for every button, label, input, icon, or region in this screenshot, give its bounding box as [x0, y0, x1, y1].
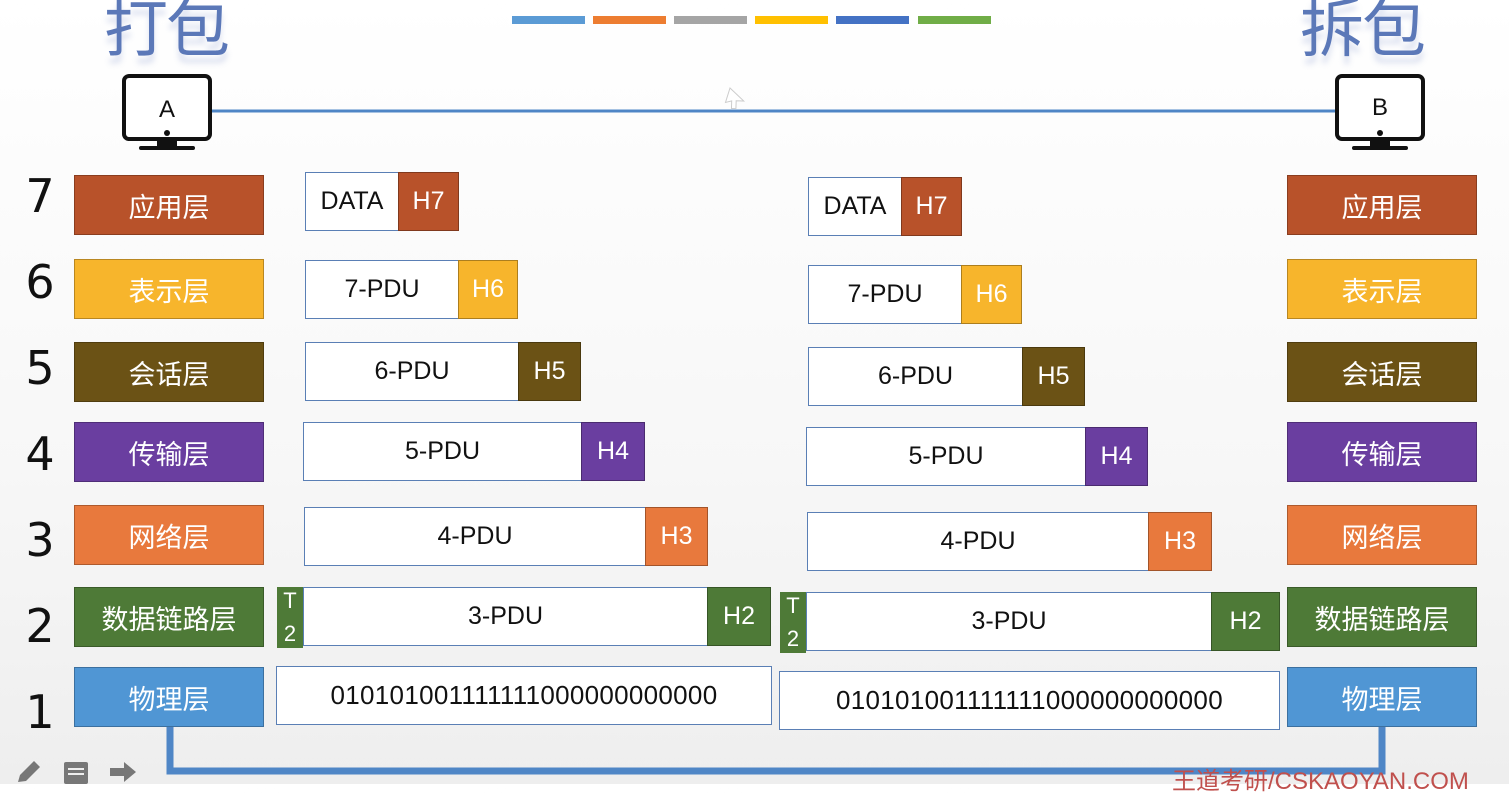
bits-left: 010101001111111000000000000 — [276, 666, 772, 725]
link-line-bottom — [166, 726, 1386, 775]
layer-left-physical: 物理层 — [74, 667, 264, 727]
computer-icon-b — [1335, 74, 1425, 150]
arrow-right-icon — [110, 762, 136, 782]
layer-number-7: 7 — [25, 169, 55, 223]
pdu-right-7-body: DATA — [808, 177, 902, 236]
layer-right-session: 会话层 — [1287, 342, 1477, 402]
pdu-right-5-header: H5 — [1022, 347, 1085, 406]
title-pack: 打包 — [104, 0, 230, 67]
layer-left-application: 应用层 — [74, 175, 264, 235]
pdu-right-2-trailer: T 2 — [780, 592, 806, 653]
deco-bar-2 — [593, 16, 666, 24]
pdu-right-7-header: H7 — [901, 177, 962, 236]
trailer-t: T — [786, 593, 800, 618]
pen-icon — [18, 761, 40, 782]
host-a-label: A — [158, 96, 175, 123]
pointer-icon — [724, 87, 746, 110]
layer-right-network: 网络层 — [1287, 505, 1477, 565]
layer-left-datalink: 数据链路层 — [74, 587, 264, 647]
pdu-right-4-header: H4 — [1085, 427, 1148, 486]
layer-number-2: 2 — [25, 599, 55, 653]
deco-bar-3 — [674, 16, 747, 24]
pdu-right-6-body: 7-PDU — [808, 265, 962, 324]
trailer-2: 2 — [283, 621, 297, 646]
toolbar-hitarea[interactable] — [10, 756, 146, 784]
pdu-right-6-header: H6 — [961, 265, 1022, 324]
pdu-left-2-body: 3-PDU — [303, 587, 708, 646]
deco-bar-4 — [755, 16, 828, 24]
pdu-left-7-header: H7 — [398, 172, 459, 231]
computer-icon-a — [122, 74, 212, 150]
deco-bar-6 — [918, 16, 991, 24]
pdu-right-3-body: 4-PDU — [807, 512, 1149, 571]
slide-toolbar — [18, 761, 136, 784]
pdu-left-6-header: H6 — [458, 260, 518, 319]
pdu-left-3-body: 4-PDU — [304, 507, 646, 566]
pdu-left-7-body: DATA — [305, 172, 399, 231]
layer-right-physical: 物理层 — [1287, 667, 1477, 727]
pdu-left-5-body: 6-PDU — [305, 342, 519, 401]
pdu-right-2-body: 3-PDU — [806, 592, 1212, 651]
deco-bar-1 — [512, 16, 585, 24]
pdu-left-6-body: 7-PDU — [305, 260, 459, 319]
host-b-label: B — [1371, 94, 1388, 121]
layer-number-6: 6 — [25, 255, 55, 309]
trailer-t: T — [283, 588, 297, 613]
layer-right-transport: 传输层 — [1287, 422, 1477, 482]
pdu-left-2-header: H2 — [707, 587, 771, 646]
layer-left-session: 会话层 — [74, 342, 264, 402]
pdu-left-5-header: H5 — [518, 342, 581, 401]
layer-right-datalink: 数据链路层 — [1287, 587, 1477, 647]
pdu-left-4-header: H4 — [581, 422, 645, 481]
pdu-right-4-body: 5-PDU — [806, 427, 1086, 486]
layer-number-3: 3 — [25, 513, 55, 567]
brand-watermark: 王道考研/CSKAOYAN.COM — [1172, 768, 1469, 795]
layer-left-transport: 传输层 — [74, 422, 264, 482]
layer-right-application: 应用层 — [1287, 175, 1477, 235]
pdu-right-2-header: H2 — [1211, 592, 1280, 651]
title-unpack: 拆包 — [1300, 0, 1426, 67]
layer-left-presentation: 表示层 — [74, 259, 264, 319]
layer-number-1: 1 — [25, 685, 55, 739]
notes-icon — [64, 762, 88, 784]
layer-number-4: 4 — [25, 427, 55, 481]
layer-number-5: 5 — [25, 341, 55, 395]
layer-left-network: 网络层 — [74, 505, 264, 565]
pdu-right-3-header: H3 — [1148, 512, 1212, 571]
pdu-left-3-header: H3 — [645, 507, 708, 566]
pdu-right-5-body: 6-PDU — [808, 347, 1023, 406]
bits-right: 010101001111111000000000000 — [779, 671, 1280, 730]
pdu-left-2-trailer: T 2 — [277, 587, 303, 648]
layer-right-presentation: 表示层 — [1287, 259, 1477, 319]
trailer-2: 2 — [786, 626, 800, 651]
pdu-left-4-body: 5-PDU — [303, 422, 582, 481]
deco-bar-5 — [836, 16, 909, 24]
